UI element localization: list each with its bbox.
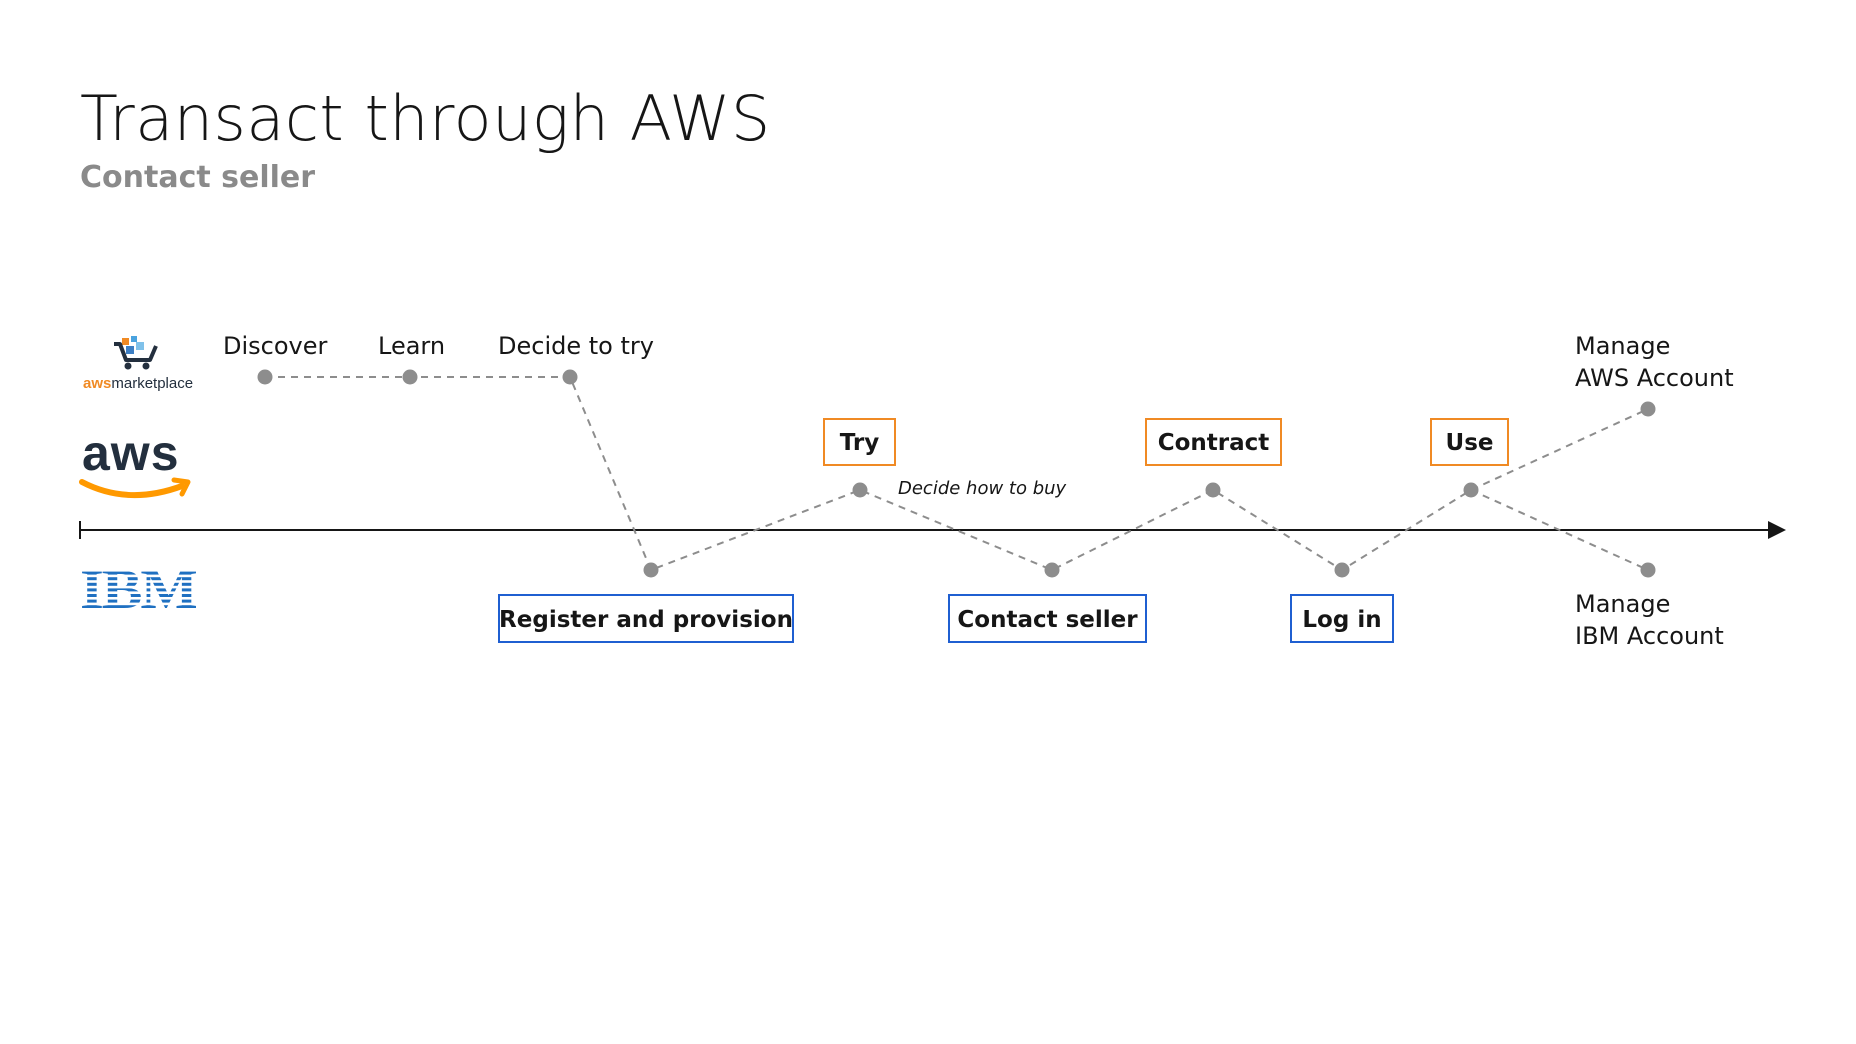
- box-contact-seller: [948, 594, 1147, 643]
- svg-text:awsmarketplace: awsmarketplace: [83, 375, 193, 392]
- box-contract-label: Contract: [1158, 430, 1270, 456]
- label-manage-ibm-line2: IBM Account: [1575, 622, 1724, 650]
- node-manage-aws: [1640, 401, 1656, 417]
- label-manage-aws-line2: AWS Account: [1575, 364, 1734, 392]
- box-use-label: Use: [1446, 430, 1494, 456]
- timeline-arrowhead: [1768, 521, 1786, 539]
- svg-text:IBM: IBM: [80, 564, 196, 610]
- box-register-and-provision: [498, 594, 794, 643]
- node-discover: [257, 369, 273, 385]
- journey-branch-ibm: [1470, 489, 1649, 571]
- node-contract: [1205, 482, 1221, 498]
- box-try: [823, 418, 896, 466]
- label-decide-how-to-buy: Decide how to buy: [898, 478, 1067, 499]
- node-contact-seller: [1044, 562, 1060, 578]
- ibm-logo: IBM: [80, 564, 196, 610]
- aws-logo: aws: [79, 430, 191, 499]
- label-learn: Learn: [378, 332, 445, 360]
- node-log-in: [1334, 562, 1350, 578]
- box-log-in-label: Log in: [1302, 607, 1381, 633]
- box-use: [1430, 418, 1509, 466]
- box-try-label: Try: [840, 430, 880, 456]
- node-use: [1463, 482, 1479, 498]
- box-log-in: [1290, 594, 1394, 643]
- label-manage-aws-line1: Manage: [1575, 332, 1670, 360]
- box-contract: [1145, 418, 1282, 466]
- node-learn: [402, 369, 418, 385]
- aws-marketplace-logo: awsmarketplace: [83, 336, 193, 392]
- page-subtitle: Contact seller: [80, 160, 316, 195]
- node-decide-to-try: [562, 369, 578, 385]
- svg-text:aws: aws: [82, 430, 180, 481]
- node-register: [643, 562, 659, 578]
- box-register-and-provision-label: Register and provision: [499, 607, 793, 633]
- node-manage-ibm: [1640, 562, 1656, 578]
- label-decide-to-try: Decide to try: [498, 332, 654, 360]
- label-manage-ibm-line1: Manage: [1575, 590, 1670, 618]
- label-discover: Discover: [223, 332, 328, 360]
- node-try: [852, 482, 868, 498]
- page-title: Transact through AWS: [80, 82, 771, 155]
- journey-path: [265, 376, 1649, 572]
- box-contact-seller-label: Contact seller: [957, 607, 1138, 633]
